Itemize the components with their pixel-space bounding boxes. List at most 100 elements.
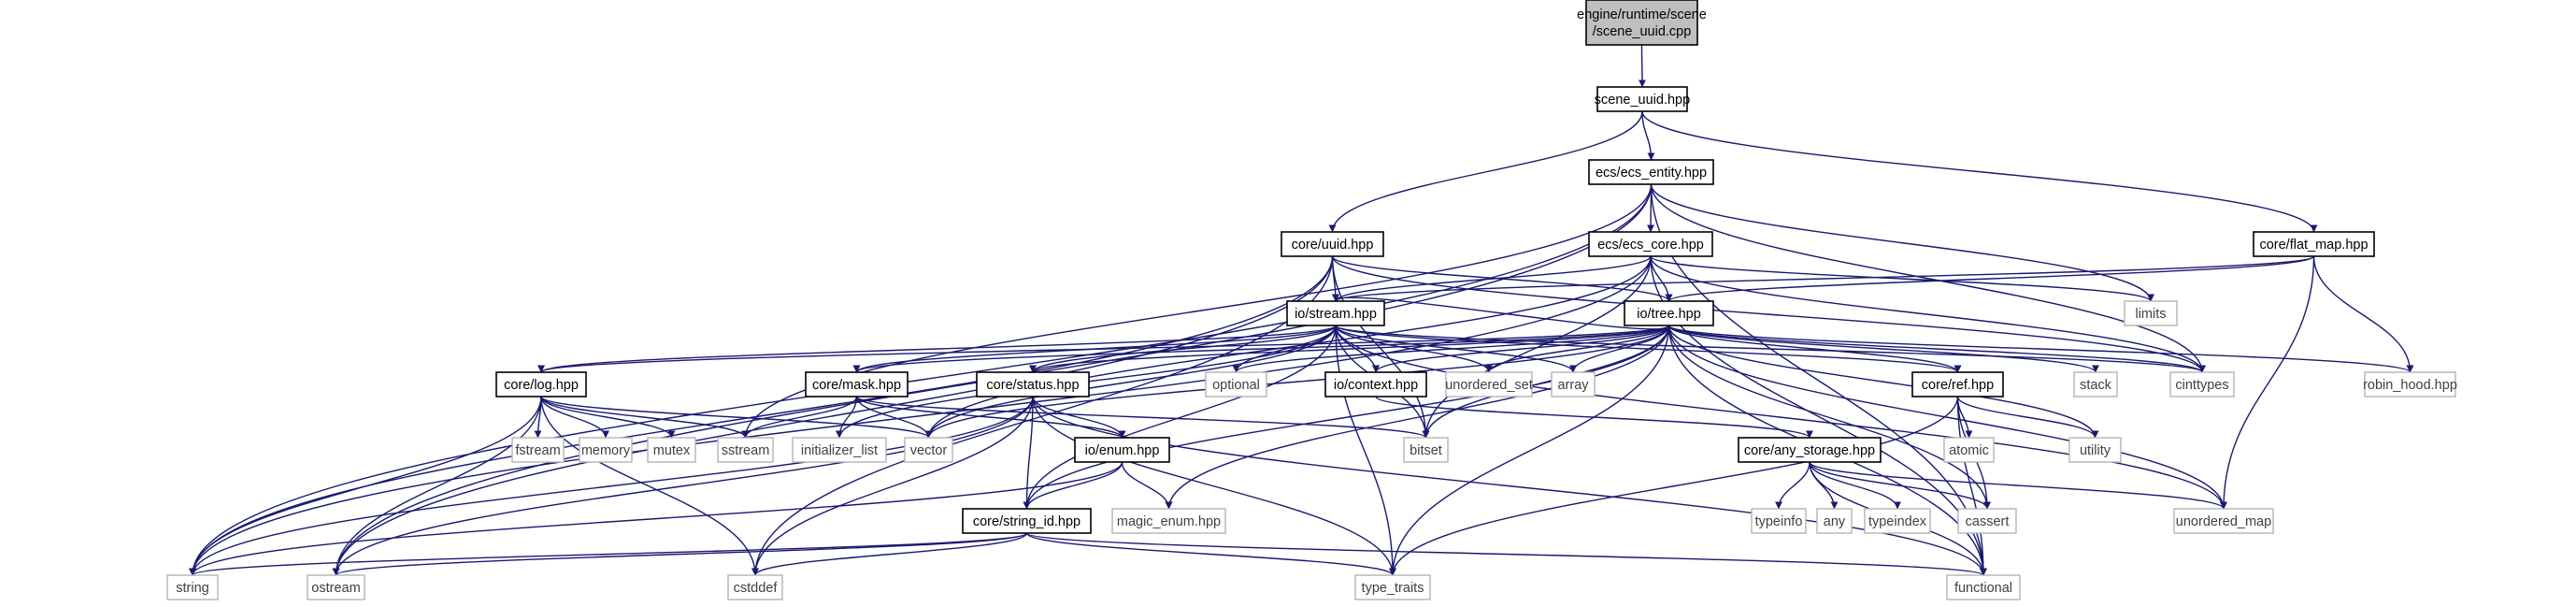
node-box: [1911, 371, 2004, 397]
edge-io_enum-to-core_string_id: [1023, 461, 1123, 510]
edge-io_tree-to-vector: [924, 325, 1670, 439]
node-label: fstream: [515, 443, 560, 458]
edge-ecs_core-to-vector: [924, 255, 1652, 439]
node-label: array: [1557, 378, 1589, 393]
node-box: [976, 371, 1090, 397]
node-root[interactable]: engine/runtime/scene/scene_uuid.cpp: [1577, 0, 1707, 46]
node-io-enum[interactable]: io/enum.hpp: [1074, 437, 1170, 463]
edge-core_string_id-to-functional: [1025, 532, 1987, 576]
node-label: vector: [910, 443, 948, 458]
node-box: [962, 508, 1092, 534]
edge-io_tree-to-cinttypes: [1667, 325, 2206, 373]
edge-core_mask-to-sstream: [741, 396, 858, 439]
node-functional: functional: [1946, 574, 2021, 600]
edge-core_uuid-to-string: [189, 255, 1334, 576]
node-label: robin_hood.hpp: [2363, 378, 2457, 393]
node-label: io/context.hpp: [1334, 378, 1418, 393]
edge-core_status-to-ostream: [332, 396, 1034, 576]
edge-scene_uuid-to-ecs_entity: [1641, 110, 1655, 161]
node-label: typeinfo: [1755, 514, 1803, 529]
node-scene-uuid[interactable]: scene_uuid.hpp: [1595, 86, 1690, 112]
edge-io_stream-to-core_log: [537, 325, 1337, 373]
edge-io_tree-to-core_log: [537, 325, 1670, 373]
node-label: initializer_list: [801, 443, 878, 458]
node-vector: vector: [904, 437, 953, 463]
node-label: core/mask.hpp: [812, 378, 901, 393]
node-unordered-set: unordered_set: [1445, 371, 1533, 397]
edge-core_mask-to-vector: [855, 396, 933, 439]
node-box: [1864, 508, 1931, 534]
node-label: core/status.hpp: [986, 378, 1079, 393]
edge-core_mask-to-bitset: [855, 396, 1430, 439]
edge-ecs_core-to-string: [189, 255, 1652, 576]
edge-ecs_core-to-cinttypes: [1650, 255, 2206, 373]
edge-flat_map-to-robin_hood: [2312, 255, 2414, 373]
edge-io_tree-to-core_ref: [1667, 325, 1962, 373]
edge-core_log-to-string: [189, 396, 542, 576]
node-box: [1946, 574, 2021, 600]
node-box: [904, 437, 953, 463]
node-io-tree[interactable]: io/tree.hpp: [1624, 300, 1714, 326]
edge-core_log-to-memory: [540, 396, 609, 439]
edge-core_log-to-mutex: [540, 396, 676, 439]
node-core-mask[interactable]: core/mask.hpp: [805, 371, 909, 397]
node-label: unordered_set: [1445, 378, 1533, 393]
node-box: [166, 574, 219, 600]
edge-io_context-to-core_any_storage: [1375, 396, 1813, 439]
node-label: stack: [2080, 378, 2112, 393]
node-core-log[interactable]: core/log.hpp: [495, 371, 587, 397]
edge-core_uuid-to-bitset: [1331, 255, 1430, 439]
node-label: sstream: [722, 443, 770, 458]
node-box: [792, 437, 887, 463]
node-label: core/any_storage.hpp: [1744, 443, 1875, 458]
edge-core_log-to-cstddef: [540, 396, 759, 576]
edge-core_mask-to-initializer_list: [836, 396, 858, 439]
node-box: [1624, 300, 1714, 326]
node-label: functional: [1954, 581, 2012, 596]
node-label: ecs/ecs_entity.hpp: [1596, 166, 1707, 181]
node-initializer-list: initializer_list: [792, 437, 887, 463]
edge-core_status-to-type_traits: [1032, 396, 1396, 576]
node-box: [495, 371, 587, 397]
node-core-uuid[interactable]: core/uuid.hpp: [1281, 231, 1384, 257]
edge-io_tree-to-core_mask: [852, 325, 1670, 373]
edge-ecs_entity-to-string: [189, 183, 1653, 576]
node-box: [1585, 0, 1698, 46]
node-box: [1111, 508, 1226, 534]
edge-core_string_id-to-ostream: [332, 532, 1028, 576]
node-core-ref[interactable]: core/ref.hpp: [1911, 371, 2004, 397]
node-cstddef: cstddef: [727, 574, 783, 600]
edge-io_stream-to-unordered_map: [1335, 325, 2227, 510]
node-core-status[interactable]: core/status.hpp: [976, 371, 1090, 397]
edge-ecs_entity-to-cinttypes: [1650, 183, 2206, 373]
node-ecs-core[interactable]: ecs/ecs_core.hpp: [1588, 231, 1713, 257]
node-label: io/stream.hpp: [1295, 307, 1377, 322]
node-core-any-storage[interactable]: core/any_storage.hpp: [1738, 437, 1882, 463]
node-core-string-id[interactable]: core/string_id.hpp: [962, 508, 1092, 534]
node-label: limits: [2135, 307, 2166, 322]
node-io-stream[interactable]: io/stream.hpp: [1286, 300, 1385, 326]
node-label: mutex: [653, 443, 691, 458]
node-label: engine/runtime/scene: [1577, 7, 1707, 22]
edge-core_status-to-string: [189, 396, 1034, 576]
edge-flat_map-to-io_stream: [1332, 255, 2315, 302]
node-optional: optional: [1205, 371, 1267, 397]
node-io-context[interactable]: io/context.hpp: [1324, 371, 1427, 397]
node-string: string: [166, 574, 219, 600]
node-label: core/log.hpp: [504, 378, 579, 393]
node-box: [2124, 300, 2178, 326]
node-box: [647, 437, 696, 463]
node-label: unordered_map: [2176, 514, 2271, 529]
node-box: [1205, 371, 1267, 397]
node-box: [1403, 437, 1449, 463]
edge-core_string_id-to-cstddef: [751, 532, 1028, 576]
node-flat-map[interactable]: core/flat_map.hpp: [2253, 231, 2375, 257]
edge-io_tree-to-io_stream: [1332, 294, 1670, 330]
edge-root-to-scene_uuid: [1638, 44, 1646, 88]
node-label: utility: [2080, 443, 2111, 458]
node-box: [2253, 231, 2375, 257]
node-ecs-entity[interactable]: ecs/ecs_entity.hpp: [1588, 159, 1714, 185]
node-box: [579, 437, 633, 463]
node-limits: limits: [2124, 300, 2178, 326]
edge-scene_uuid-to-flat_map: [1641, 110, 2318, 233]
